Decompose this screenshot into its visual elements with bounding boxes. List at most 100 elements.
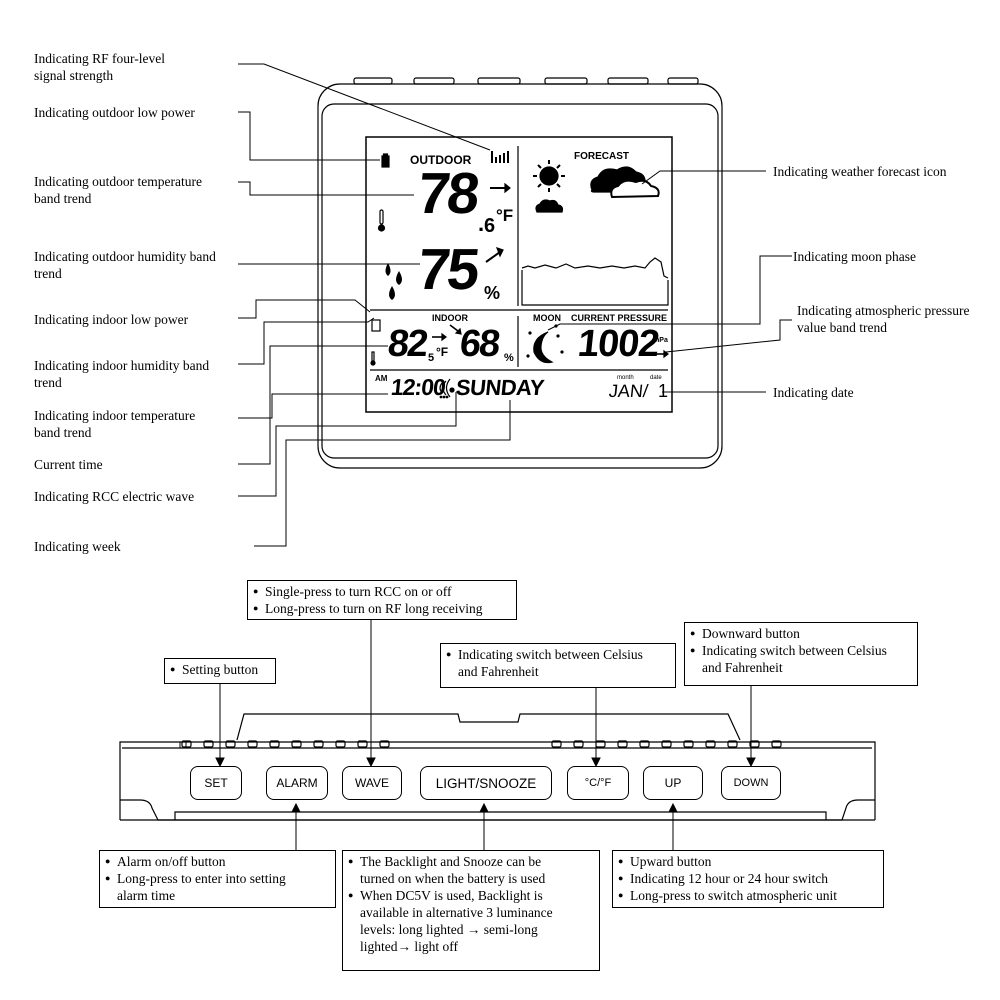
callout-cf: Indicating switch between Celsius and Fa…: [440, 643, 676, 688]
label-indoor-temp-trend: Indicating indoor temperature band trend: [34, 407, 195, 441]
label-outdoor-temp-trend: Indicating outdoor temperature band tren…: [34, 173, 202, 207]
label-rf-signal: Indicating RF four-level signal strength: [34, 50, 165, 84]
outdoor-temp-decimal-point: .: [478, 211, 485, 236]
set-button[interactable]: SET: [190, 766, 242, 800]
vent-slot: [661, 740, 672, 748]
outdoor-temp-trend-arrow: [490, 182, 511, 194]
callout-item: Indicating 12 hour or 24 hour switch: [618, 870, 878, 887]
date-label: date: [650, 375, 662, 381]
indoor-hum-trend-arrow: [449, 324, 462, 335]
am-indicator: AM: [375, 374, 388, 383]
callout-item: alarm time: [117, 888, 176, 903]
callout-item: When DC5V is used, Backlight is: [348, 887, 594, 904]
vent-slot: [573, 740, 584, 748]
label-line: signal strength: [34, 68, 114, 83]
moon-title: MOON: [533, 313, 561, 323]
outdoor-humidity-value: 75: [414, 237, 480, 302]
callout-item: Indicating switch between Celsius: [690, 642, 912, 659]
callout-item: levels: long lighted → semi-long: [360, 922, 538, 937]
cloud-icon: [590, 166, 660, 199]
indoor-humidity-value: 68: [457, 323, 501, 365]
vent-slot: [313, 740, 324, 748]
label-line: band trend: [34, 191, 92, 206]
callout-down: Downward button Indicating switch betwee…: [684, 622, 918, 686]
lcd-frame: [365, 136, 673, 413]
outdoor-temp-value: 78: [414, 161, 480, 226]
device-side-view: [119, 713, 876, 821]
leader-lines-bottom: [215, 618, 756, 850]
callout-item: Long-press to switch atmospheric unit: [618, 887, 878, 904]
small-cloud-icon: [535, 199, 564, 213]
label-line: Indicating RF four-level: [34, 51, 165, 66]
pressure-value: 1002: [575, 323, 661, 365]
label-line: band trend: [34, 425, 92, 440]
outdoor-humidity-unit: %: [484, 283, 501, 303]
callout-item: available in alternative 3 luminance: [360, 905, 553, 920]
label-line: Indicating atmospheric pressure: [797, 303, 970, 318]
indoor-temp-value: 82: [385, 323, 429, 365]
forecast-title: FORECAST: [574, 151, 629, 162]
vent-slot: [683, 740, 694, 748]
label-line: Indicating indoor temperature: [34, 408, 196, 423]
callout-wave: Single-press to turn RCC on or off Long-…: [247, 580, 517, 620]
month-value: JAN/: [607, 381, 650, 401]
label-outdoor-low-power: Indicating outdoor low power: [34, 105, 195, 120]
label-current-time: Current time: [34, 457, 103, 472]
vent-slot: [639, 740, 650, 748]
callout-item: Upward button: [618, 853, 878, 870]
indoor-title: INDOOR: [432, 313, 468, 323]
weekday: SUNDAY: [454, 375, 546, 400]
pressure-title: CURRENT PRESSURE: [571, 313, 668, 323]
label-outdoor-hum-trend: Indicating outdoor humidity band trend: [34, 248, 216, 282]
callout-item: Indicating switch between Celsius: [446, 646, 670, 663]
callout-setting: Setting button: [164, 658, 276, 684]
alarm-button[interactable]: ALARM: [266, 766, 328, 800]
vent-slot: [617, 740, 628, 748]
pressure-trend-arrow: [655, 349, 669, 359]
vent-slot: [705, 740, 716, 748]
wave-button[interactable]: WAVE: [342, 766, 402, 800]
vent-slot: [335, 740, 346, 748]
vent-slot: [269, 740, 280, 748]
callout-item: Long-press to turn on RF long receiving: [253, 600, 511, 617]
label-week: Indicating week: [34, 539, 121, 554]
thermometer-icon: [377, 209, 386, 232]
sun-icon: [533, 160, 565, 192]
month-label: month: [617, 375, 634, 381]
vent-slot: [379, 740, 390, 748]
celsius-fahrenheit-button[interactable]: °C/°F: [567, 766, 629, 800]
outdoor-battery-icon: [381, 153, 390, 168]
label-indoor-low-power: Indicating indoor low power: [34, 312, 189, 327]
device-body: [317, 77, 723, 469]
day-value: 1: [658, 381, 669, 401]
pressure-history-graph: [521, 257, 669, 279]
label-line: Indicating outdoor temperature: [34, 174, 202, 189]
callout-item: Alarm on/off button: [105, 853, 330, 870]
indoor-humidity-unit: %: [504, 352, 514, 364]
callout-alarm: Alarm on/off button Long-press to enter …: [99, 850, 336, 908]
vent-slot: [203, 740, 214, 748]
light-snooze-button[interactable]: LIGHT/SNOOZE: [420, 766, 552, 800]
callout-item: and Fahrenheit: [458, 664, 539, 679]
label-line: value band trend: [797, 320, 887, 335]
callout-item: Long-press to enter into setting: [105, 870, 330, 887]
moon-phase-icon: [526, 324, 564, 364]
up-button[interactable]: UP: [643, 766, 703, 800]
label-moon-phase: Indicating moon phase: [793, 249, 916, 264]
label-date: Indicating date: [773, 385, 854, 400]
vent-slot: [749, 740, 760, 748]
callout-item: Downward button: [690, 625, 912, 642]
vent-slot: [771, 740, 782, 748]
callout-item: Setting button: [170, 661, 270, 678]
outdoor-hum-trend-arrow: [485, 247, 504, 263]
vent-slot: [247, 740, 258, 748]
label-line: trend: [34, 266, 62, 281]
down-button[interactable]: DOWN: [721, 766, 781, 800]
rcc-wave-icon: [439, 378, 455, 399]
callout-item: lighted→ light off: [360, 939, 458, 954]
signal-strength-icon: [491, 151, 509, 163]
label-rcc-wave: Indicating RCC electric wave: [34, 489, 195, 504]
callout-item: turned on when the battery is used: [360, 871, 546, 886]
